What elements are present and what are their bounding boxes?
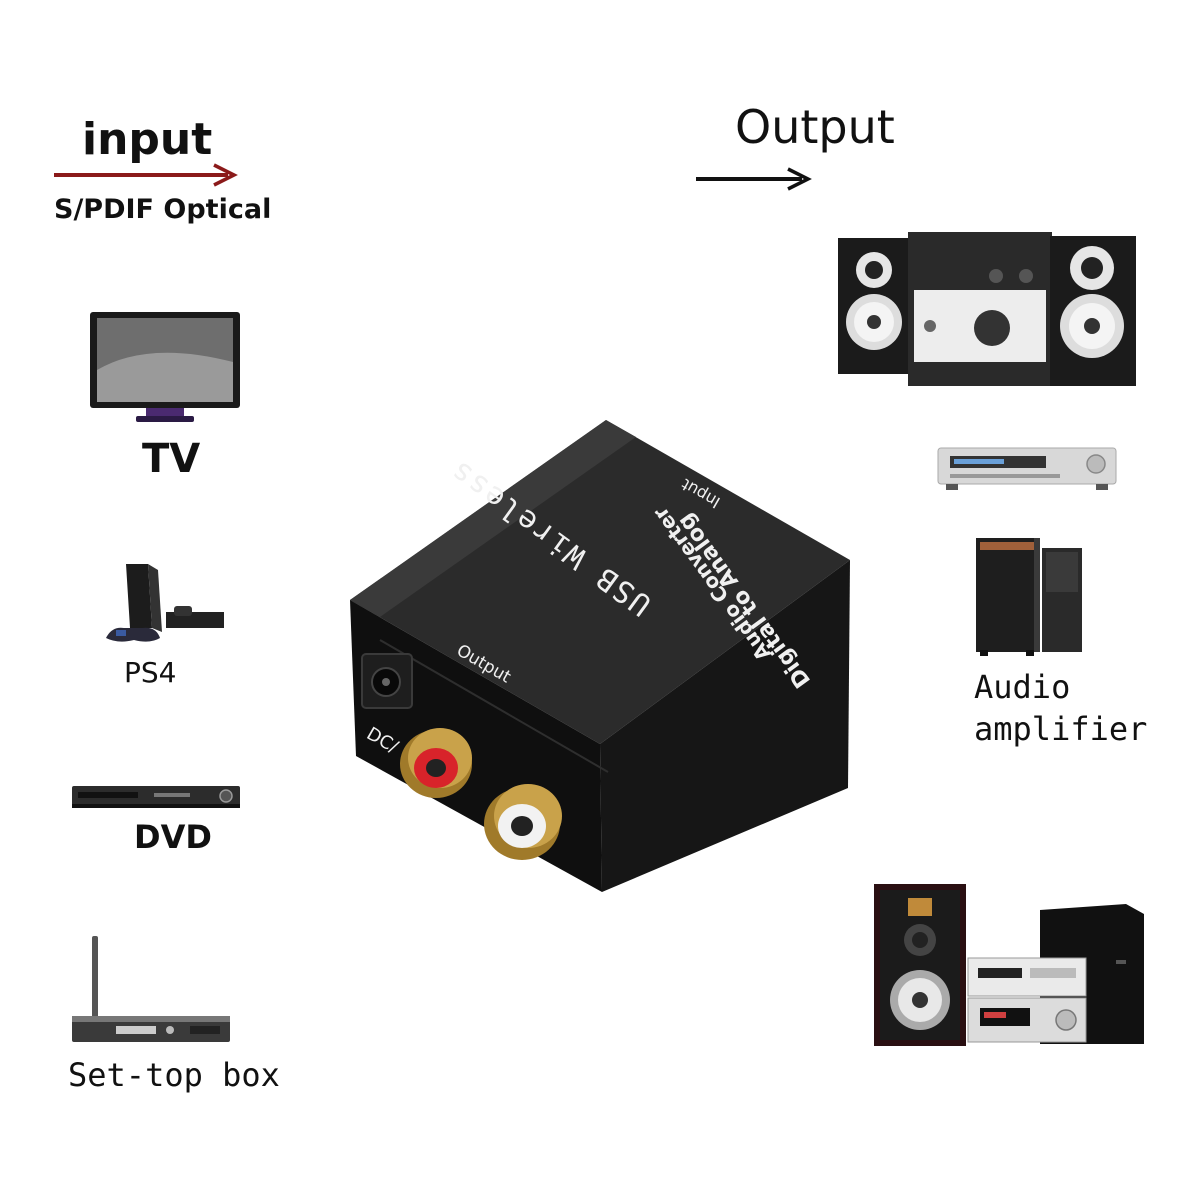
source-label-dvd: DVD (134, 818, 212, 856)
input-title: input (82, 114, 213, 165)
output-arrow-icon (696, 167, 812, 191)
rca-right-jack (484, 784, 562, 860)
rca-left-jack (400, 728, 472, 798)
source-label-ps4: PS4 (124, 656, 177, 689)
audio-amplifier-icon (976, 538, 1082, 656)
hifi-stereo-icon (874, 884, 1144, 1046)
input-arrow-icon (54, 163, 238, 187)
output-label-amplifier: amplifier (974, 710, 1148, 748)
game-console-icon (106, 564, 224, 642)
tv-icon (90, 312, 240, 422)
receiver-icon (937, 447, 1117, 490)
source-label-set-top-box: Set-top box (68, 1056, 280, 1094)
speaker-system-icon (838, 232, 1136, 386)
output-title: Output (735, 100, 895, 154)
output-label-audio: Audio (974, 668, 1071, 706)
dvd-player-icon (72, 786, 240, 808)
dac-converter-device (350, 420, 850, 892)
source-label-tv: TV (142, 436, 201, 482)
input-subtitle: S/PDIF Optical (54, 194, 272, 225)
set-top-box-icon (72, 936, 230, 1042)
